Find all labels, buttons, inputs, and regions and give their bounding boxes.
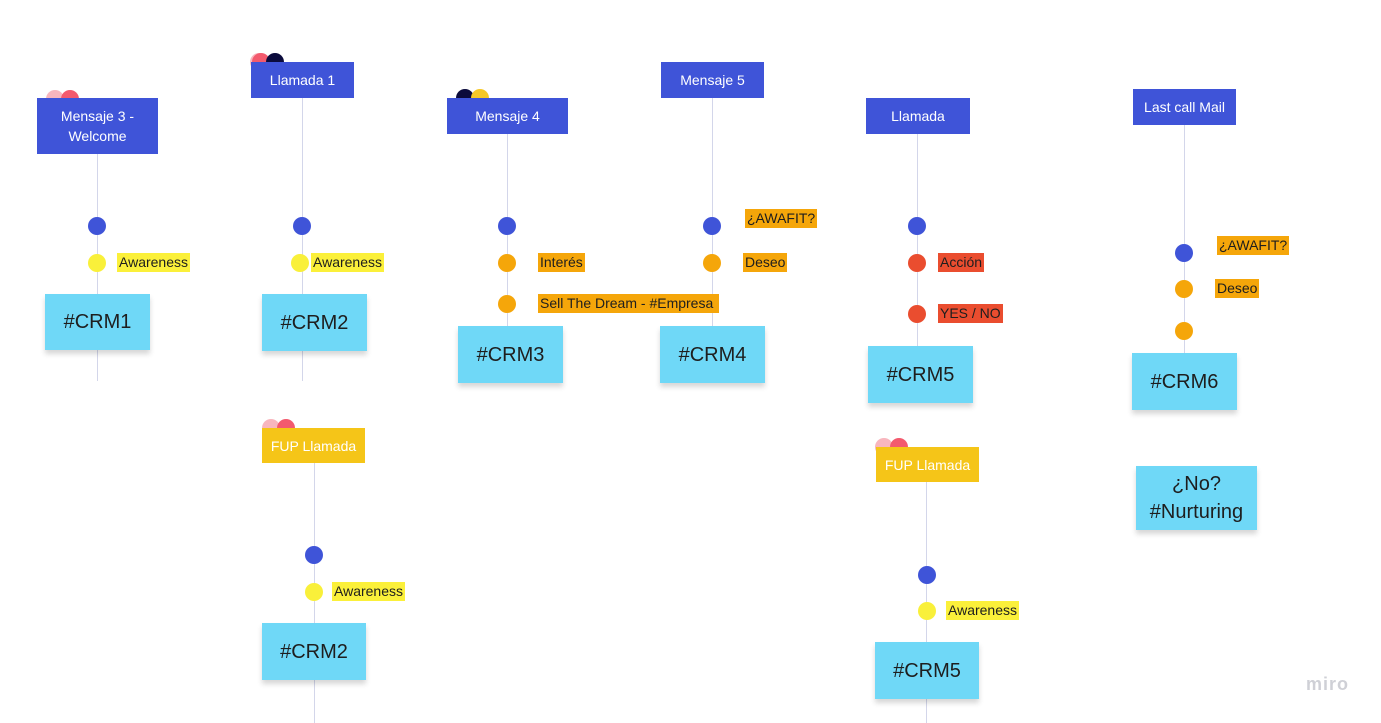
miro-logo: miro	[1305, 674, 1349, 694]
timeline-dot[interactable]	[918, 566, 936, 584]
sticky-note[interactable]: #CRM6	[1132, 353, 1237, 410]
timeline-dot[interactable]	[88, 217, 106, 235]
header-llamada-1[interactable]: Llamada 1	[251, 62, 354, 98]
timeline-dot[interactable]	[1175, 244, 1193, 262]
header-fup-llamada[interactable]: FUP Llamada	[876, 447, 979, 482]
timeline-dot[interactable]	[291, 254, 309, 272]
timeline-dot[interactable]	[908, 217, 926, 235]
timeline-ll	[917, 133, 918, 348]
sticky-note[interactable]: #CRM5	[875, 642, 979, 699]
stage-label[interactable]: Sell The Dream - #Empresa	[538, 294, 720, 313]
stage-label[interactable]: ¿AWAFIT?	[745, 209, 818, 228]
stage-label[interactable]: Deseo	[1215, 279, 1260, 298]
stage-label[interactable]: Awareness	[946, 601, 1020, 620]
sticky-line: ¿No?	[1172, 473, 1221, 495]
timeline-m5	[712, 97, 713, 328]
sticky-note-nurturing[interactable]: ¿No? #Nurturing	[1136, 466, 1257, 530]
header-llamada[interactable]: Llamada	[866, 98, 970, 134]
timeline-dot[interactable]	[1175, 322, 1193, 340]
header-mensaje-5[interactable]: Mensaje 5	[661, 62, 764, 98]
stage-label[interactable]: YES / NO	[938, 304, 1003, 323]
stage-label[interactable]: Acción	[938, 253, 985, 272]
timeline-dot[interactable]	[305, 583, 323, 601]
header-mensaje-4[interactable]: Mensaje 4	[447, 98, 568, 134]
stage-label[interactable]: Interés	[538, 253, 585, 272]
timeline-dot[interactable]	[498, 254, 516, 272]
stage-label[interactable]: ¿AWAFIT?	[1217, 236, 1290, 255]
timeline-dot[interactable]	[908, 305, 926, 323]
timeline-dot[interactable]	[918, 602, 936, 620]
timeline-dot[interactable]	[703, 254, 721, 272]
sticky-note[interactable]: #CRM2	[262, 623, 366, 680]
timeline-dot[interactable]	[908, 254, 926, 272]
sticky-note[interactable]: #CRM2	[262, 294, 367, 351]
timeline-dot[interactable]	[305, 546, 323, 564]
stage-label[interactable]: Awareness	[311, 253, 385, 272]
timeline-l1	[302, 97, 303, 381]
timeline-dot[interactable]	[1175, 280, 1193, 298]
stage-label[interactable]: Awareness	[117, 253, 191, 272]
stage-label[interactable]: Deseo	[743, 253, 788, 272]
sticky-line: #Nurturing	[1149, 501, 1244, 523]
timeline-dot[interactable]	[498, 217, 516, 235]
header-fup-llamada[interactable]: FUP Llamada	[262, 428, 365, 463]
timeline-dot[interactable]	[88, 254, 106, 272]
header-last-call-mail[interactable]: Last call Mail	[1133, 89, 1236, 125]
sticky-note[interactable]: #CRM3	[458, 326, 563, 383]
timeline-dot[interactable]	[498, 295, 516, 313]
stage-label[interactable]: Awareness	[332, 582, 406, 601]
sticky-note[interactable]: #CRM1	[45, 294, 150, 350]
timeline-dot[interactable]	[703, 217, 721, 235]
sticky-note[interactable]: #CRM5	[868, 346, 973, 403]
sticky-note[interactable]: #CRM4	[660, 326, 765, 383]
header-mensaje-3[interactable]: Mensaje 3 - Welcome	[37, 98, 158, 154]
timeline-lc	[1184, 124, 1185, 354]
timeline-dot[interactable]	[293, 217, 311, 235]
